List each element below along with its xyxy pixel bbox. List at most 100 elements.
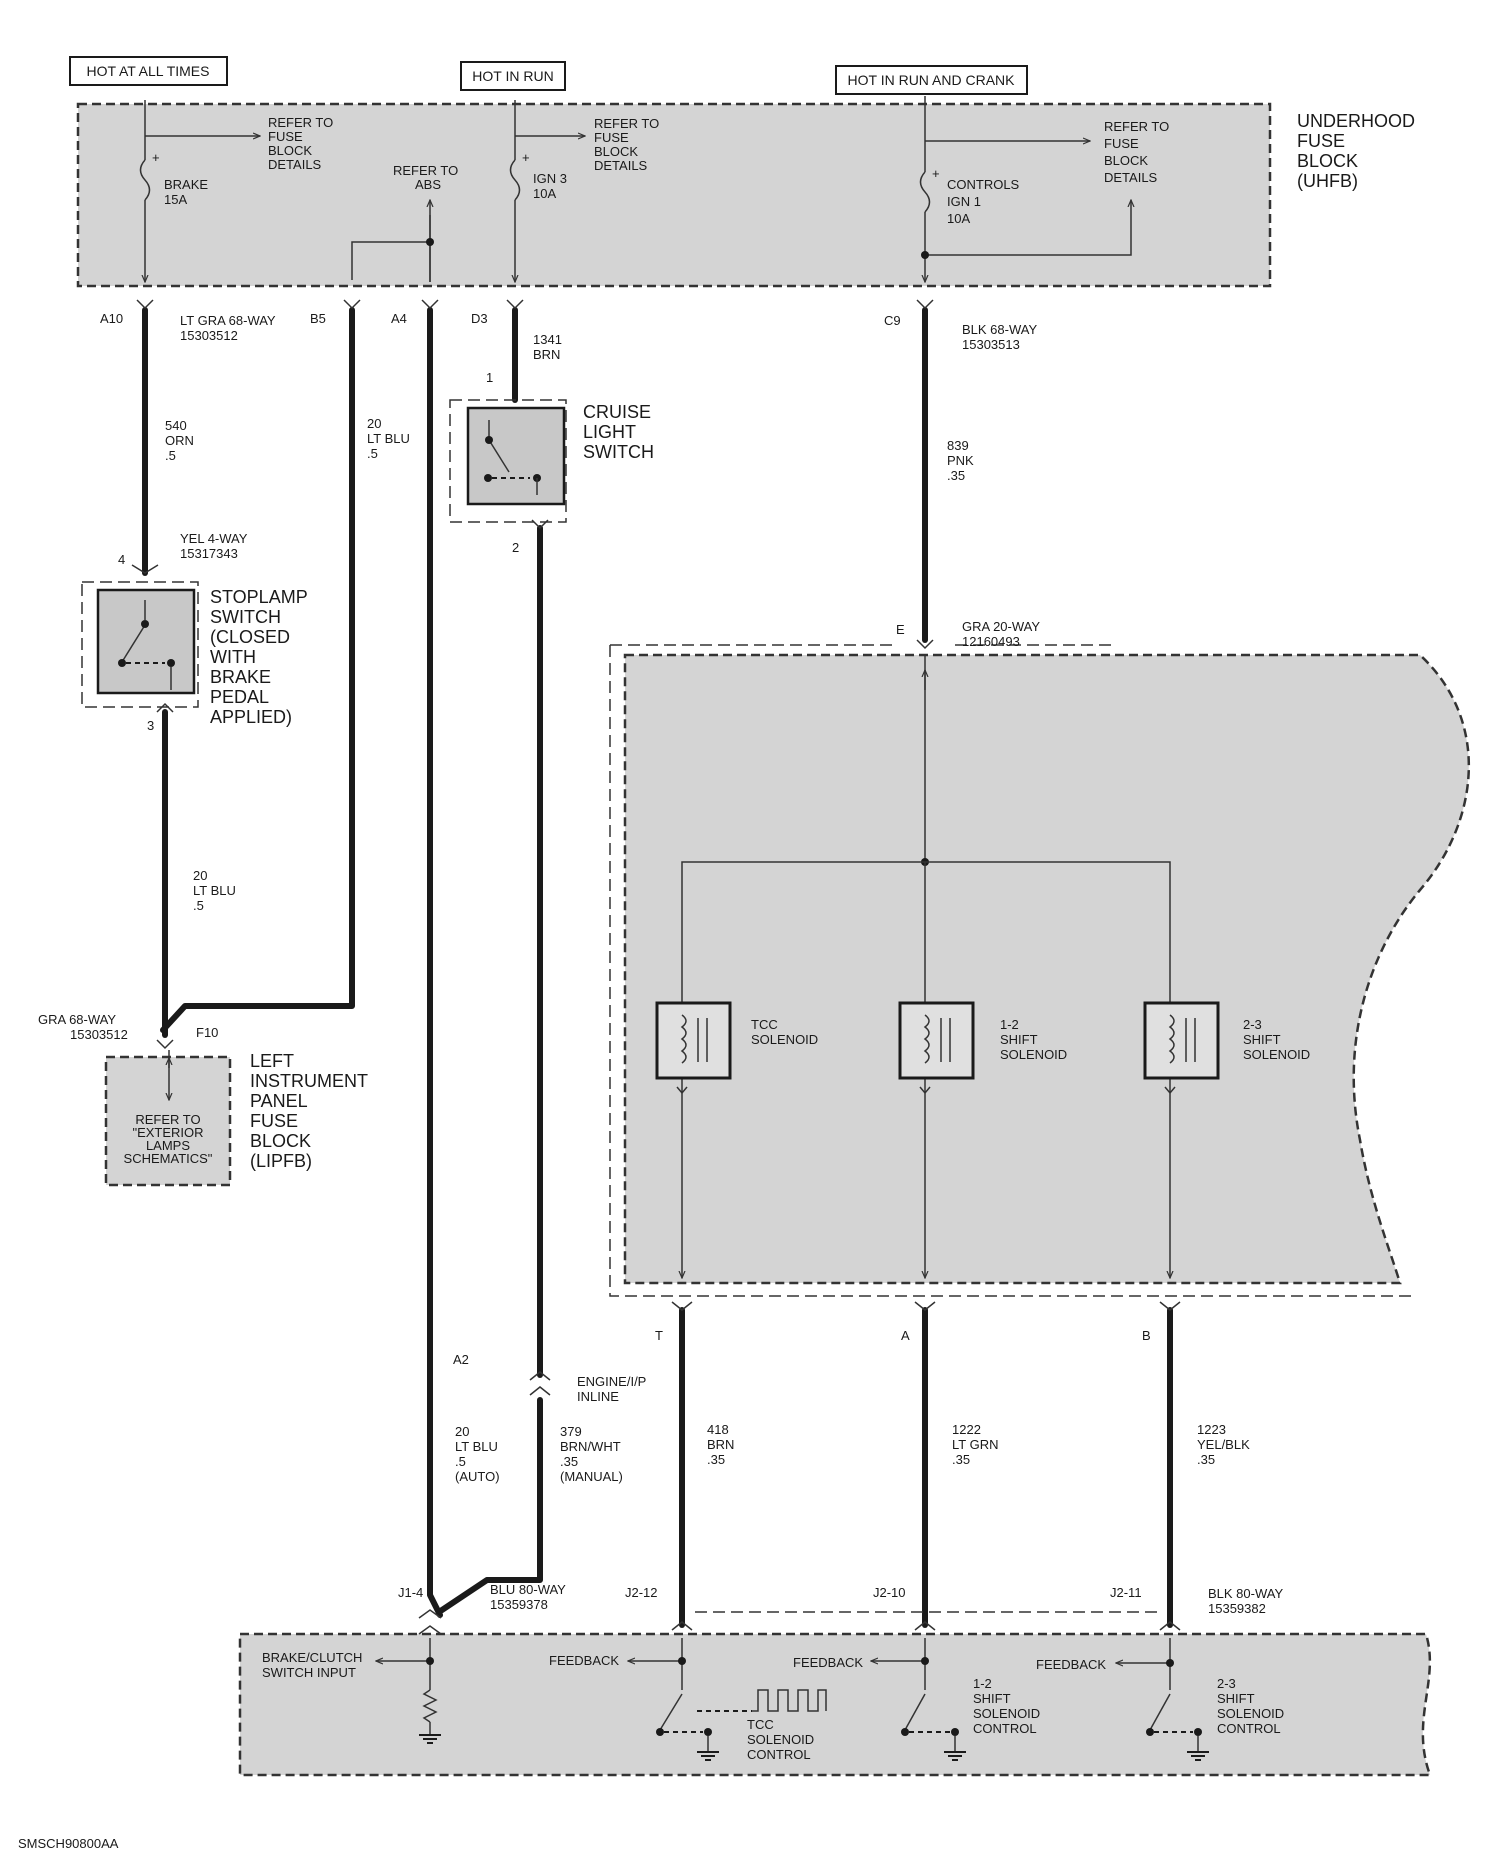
feedback-3: FEEDBACK: [1036, 1657, 1106, 1672]
fuse-brake-name: BRAKE: [164, 177, 208, 192]
shift12-label-1: 1-2: [1000, 1017, 1019, 1032]
w379-note: (MANUAL): [560, 1469, 623, 1484]
refer-2-line-1: REFER TO: [594, 116, 659, 131]
pcm-block: [238, 1609, 1432, 1777]
uhfb-title-1: UNDERHOOD: [1297, 111, 1415, 131]
lipfb-refer-2: "EXTERIOR: [132, 1125, 203, 1140]
shift12-label-2: SHIFT: [1000, 1032, 1038, 1047]
refer-3-line-2: FUSE: [1104, 136, 1139, 151]
w20b-number: 20: [193, 868, 207, 883]
engine-ip-line-2: INLINE: [577, 1389, 619, 1404]
wire-379-brn-wht: [436, 525, 543, 1615]
conn-lt-gra-name: LT GRA 68-WAY: [180, 313, 276, 328]
conn-blu80-name: BLU 80-WAY: [490, 1582, 566, 1597]
cruise-label-1: CRUISE: [583, 402, 651, 422]
conn-lt-gra-part: 15303512: [180, 328, 238, 343]
connector-chevrons: [131, 299, 934, 1396]
tcc-solenoid: [655, 1001, 732, 1080]
header-hot-in-run: HOT IN RUN: [460, 61, 566, 91]
w20a-color: LT BLU: [367, 431, 410, 446]
fuse-controls-ign: IGN 1: [947, 194, 981, 209]
tcc-ctrl-3: CONTROL: [747, 1747, 811, 1762]
lipfb-label-5: BLOCK: [250, 1131, 311, 1151]
w379-number: 379: [560, 1424, 582, 1439]
fuse-controls-rating: 10A: [947, 211, 970, 226]
diagram-code: SMSCH90800AA: [18, 1836, 119, 1851]
pin-c9: C9: [884, 313, 901, 328]
feedback-2: FEEDBACK: [793, 1655, 863, 1670]
conn-blu80-part: 15359378: [490, 1597, 548, 1612]
ctrl12-3: SOLENOID: [973, 1706, 1040, 1721]
cruise-light-switch: [449, 399, 567, 523]
header-hot-at-all-times: HOT AT ALL TIMES: [69, 56, 228, 86]
fuse-controls-name: CONTROLS: [947, 177, 1020, 192]
wire-1223-yel-blk: [1159, 1301, 1181, 1628]
shift12-label-3: SOLENOID: [1000, 1047, 1067, 1062]
pin-a2: A2: [453, 1352, 469, 1367]
brake-input-line-2: SWITCH INPUT: [262, 1665, 356, 1680]
w379-gauge: .35: [560, 1454, 578, 1469]
stoplamp-label-7: APPLIED): [210, 707, 292, 727]
cruise-label-2: LIGHT: [583, 422, 636, 442]
stoplamp-label-6: PEDAL: [210, 687, 269, 707]
refer-abs-line-1: REFER TO: [393, 163, 458, 178]
pin-f10: F10: [196, 1025, 218, 1040]
header-hot-in-run-and-crank: HOT IN RUN AND CRANK: [835, 65, 1028, 95]
pin-a10: A10: [100, 311, 123, 326]
w418-number: 418: [707, 1422, 729, 1437]
shift-solenoid-2-3: [1143, 1001, 1220, 1080]
w20auto-number: 20: [455, 1424, 469, 1439]
conn-yel4-part: 15317343: [180, 546, 238, 561]
stoplamp-label-3: (CLOSED: [210, 627, 290, 647]
tcc-label-1: TCC: [751, 1017, 778, 1032]
pin-b5: B5: [310, 311, 326, 326]
w1222-number: 1222: [952, 1422, 981, 1437]
pin-a4: A4: [391, 311, 407, 326]
conn-gra20-part: 12160493: [962, 634, 1020, 649]
transmission-solenoid-assembly: [609, 644, 1471, 1297]
engine-ip-line-1: ENGINE/I/P: [577, 1374, 646, 1389]
conn-yel4-name: YEL 4-WAY: [180, 531, 248, 546]
wire-418-brn: [671, 1301, 693, 1628]
pin-j1-4: J1-4: [398, 1585, 423, 1600]
stoplamp-label-1: STOPLAMP: [210, 587, 308, 607]
conn-blk68-part: 15303513: [962, 337, 1020, 352]
header-hot-in-run-label: HOT IN RUN: [472, 68, 553, 84]
w20b-gauge: .5: [193, 898, 204, 913]
w1223-gauge: .35: [1197, 1452, 1215, 1467]
stoplamp-label-5: BRAKE: [210, 667, 271, 687]
shift-solenoid-1-2: [898, 1001, 975, 1080]
w540-number: 540: [165, 418, 187, 433]
conn-blk80-name: BLK 80-WAY: [1208, 1586, 1283, 1601]
pin-t: T: [655, 1328, 663, 1343]
ctrl12-2: SHIFT: [973, 1691, 1011, 1706]
pin-e: E: [896, 622, 905, 637]
tcc-ctrl-2: SOLENOID: [747, 1732, 814, 1747]
ctrl23-3: SOLENOID: [1217, 1706, 1284, 1721]
lipfb-label-2: INSTRUMENT: [250, 1071, 368, 1091]
w20auto-note: (AUTO): [455, 1469, 500, 1484]
svg-text:+: +: [932, 166, 940, 181]
refer-1-line-4: DETAILS: [268, 157, 322, 172]
refer-3-line-4: DETAILS: [1104, 170, 1158, 185]
conn-gra68-name: GRA 68-WAY: [38, 1012, 116, 1027]
lipfb-label-4: FUSE: [250, 1111, 298, 1131]
w418-color: BRN: [707, 1437, 734, 1452]
svg-text:+: +: [522, 150, 530, 165]
refer-3-line-1: REFER TO: [1104, 119, 1169, 134]
fuse-brake-rating: 15A: [164, 192, 187, 207]
stoplamp-pin-3: 3: [147, 718, 154, 733]
cruise-pin-2: 2: [512, 540, 519, 555]
refer-3-line-3: BLOCK: [1104, 153, 1148, 168]
pin-j2-11: J2-11: [1110, 1585, 1142, 1600]
refer-2-line-3: BLOCK: [594, 144, 638, 159]
w20a-number: 20: [367, 416, 381, 431]
stoplamp-label-2: SWITCH: [210, 607, 281, 627]
fuse-ign3-rating: 10A: [533, 186, 556, 201]
ctrl12-1: 1-2: [973, 1676, 992, 1691]
w418-gauge: .35: [707, 1452, 725, 1467]
refer-1-line-2: FUSE: [268, 129, 303, 144]
shift23-label-2: SHIFT: [1243, 1032, 1281, 1047]
pin-a: A: [901, 1328, 910, 1343]
pin-b: B: [1142, 1328, 1151, 1343]
